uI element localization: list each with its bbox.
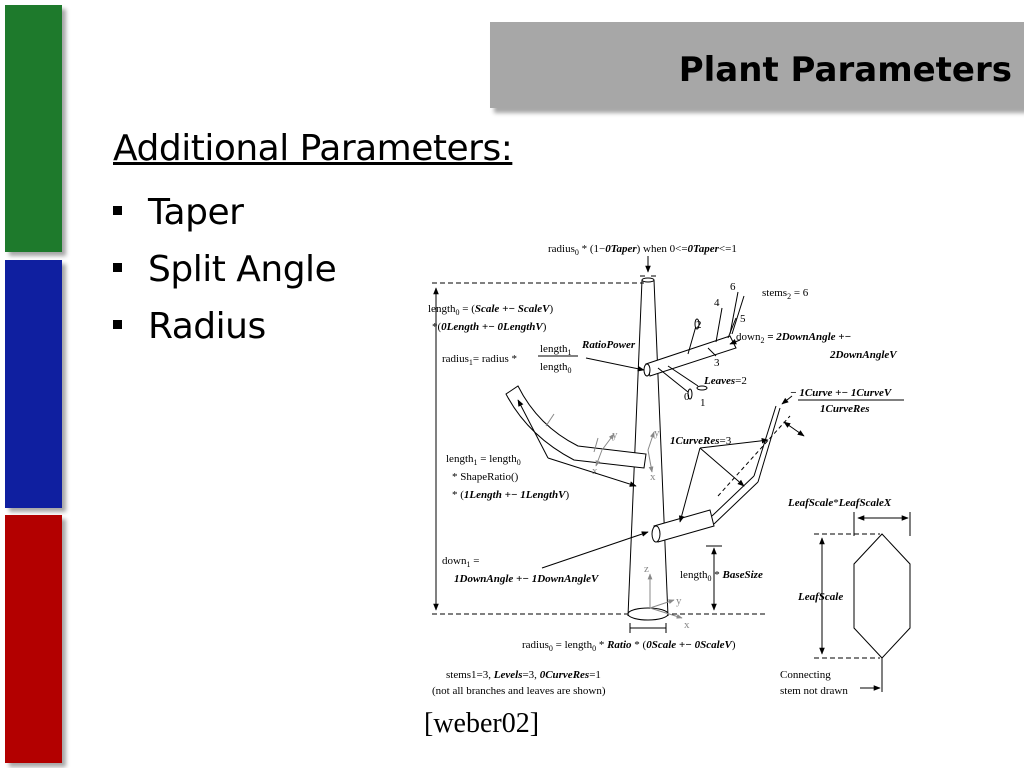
basesize-label: length0 * BaseSize bbox=[680, 569, 763, 583]
right-branch-seg2b bbox=[713, 481, 759, 525]
length0-label: length0 = (Scale +− ScaleV) bbox=[428, 303, 554, 317]
trunk-left-edge bbox=[627, 279, 643, 617]
branch-number-4: 4 bbox=[714, 297, 720, 309]
left-branch-y-label: y bbox=[612, 429, 618, 441]
axis-x-label: x bbox=[684, 619, 690, 631]
slide-title: Plant Parameters bbox=[678, 50, 1012, 90]
leafscale-x-label: LeafScale*LeafScaleX bbox=[787, 497, 892, 509]
length1-arrow-a bbox=[517, 399, 549, 459]
right-branch-seg1 bbox=[653, 509, 715, 543]
trunk-y-label: y bbox=[654, 427, 660, 439]
twig-5 bbox=[727, 317, 737, 339]
citation: [weber02] bbox=[424, 708, 540, 739]
square-bullet-icon bbox=[113, 262, 122, 272]
down1-arrow bbox=[541, 531, 649, 569]
axis-y-label: y bbox=[676, 595, 682, 607]
branch-number-1: 1 bbox=[700, 397, 706, 409]
branch-number-0: 0 bbox=[684, 391, 690, 403]
bullet-item: Taper bbox=[113, 184, 336, 241]
radius1-arrow bbox=[585, 357, 645, 372]
upper-branch-base bbox=[643, 363, 651, 377]
twig-6b bbox=[731, 295, 745, 335]
stems2-label: stems2 = 6 bbox=[762, 287, 809, 301]
trunk-top bbox=[641, 277, 655, 283]
length1-arrow-b bbox=[547, 457, 637, 487]
twig-6 bbox=[729, 291, 739, 335]
stems1-label: stems1=3, Levels=3, 0CurveRes=1 bbox=[446, 669, 601, 681]
radius1-fraction-top: length1 bbox=[540, 343, 572, 357]
title-banner bbox=[490, 22, 1024, 108]
twig-2 bbox=[687, 325, 697, 355]
radius0-label: radius0 = length0 * Ratio * (0Scale +− 0… bbox=[522, 639, 736, 653]
left-branch-seg1 bbox=[545, 413, 555, 427]
bullet-list: Taper Split Angle Radius bbox=[113, 184, 337, 355]
base-axis-y bbox=[649, 599, 675, 609]
leaf-1 bbox=[696, 385, 708, 391]
omission-note: (not all branches and leaves are shown) bbox=[432, 685, 606, 697]
length0-label-b: *(0Length +− 0LengthV) bbox=[432, 321, 547, 333]
green-accent-bar bbox=[5, 5, 62, 252]
left-branch-axis-x bbox=[595, 449, 603, 467]
down2-arrow bbox=[729, 339, 741, 345]
axis-z-label: z bbox=[644, 563, 649, 575]
radius1-label: radius1= radius * bbox=[442, 353, 517, 367]
connecting-label: Connecting bbox=[780, 669, 831, 681]
left-branch-x-label: x bbox=[592, 465, 598, 477]
connecting-label-b: stem not drawn bbox=[780, 685, 848, 697]
branch-number-2: 2 bbox=[696, 319, 702, 331]
curveres-arrow-a bbox=[678, 447, 701, 523]
length1-label: length1 = length0 bbox=[446, 453, 521, 467]
leafscale-label: LeafScale bbox=[797, 591, 843, 603]
curve-res-denominator: 1CurveRes bbox=[820, 403, 870, 415]
left-branch bbox=[505, 385, 647, 469]
down1-label: down1 = bbox=[442, 555, 479, 569]
length1-label-c: * (1Length +− 1LengthV) bbox=[452, 489, 569, 501]
curveres-arrow-b bbox=[699, 447, 745, 487]
section-heading: Additional Parameters: bbox=[113, 128, 513, 169]
bullet-item: Radius bbox=[113, 298, 336, 355]
leaf-twig-0 bbox=[657, 367, 689, 393]
ratio-power-label: RatioPower bbox=[581, 339, 636, 351]
square-bullet-icon bbox=[113, 205, 122, 215]
trunk-axis-y bbox=[647, 431, 655, 451]
branch-number-5: 5 bbox=[740, 313, 746, 325]
radius1-fraction-bottom: length0 bbox=[540, 361, 572, 375]
leaf-shape bbox=[853, 533, 911, 659]
curveres-label: 1CurveRes=3 bbox=[670, 435, 732, 447]
curve-label: − 1Curve +− 1CurveV bbox=[790, 387, 893, 399]
down2-label-b: 2DownAngleV bbox=[829, 349, 898, 361]
leaf-twig-1 bbox=[667, 365, 699, 387]
right-branch-base bbox=[651, 525, 661, 543]
curveres-arrow-c bbox=[699, 437, 769, 449]
leaf-2 bbox=[694, 318, 700, 330]
trunk-base bbox=[627, 607, 669, 621]
left-branch-axis-y bbox=[601, 433, 615, 451]
blue-accent-bar bbox=[5, 260, 62, 508]
branch-number-6: 6 bbox=[730, 281, 736, 293]
right-branch-seg3b bbox=[757, 407, 781, 483]
curve-guide bbox=[717, 415, 791, 497]
curve-label-arrow bbox=[781, 395, 793, 405]
base-axis-x bbox=[649, 607, 683, 619]
red-accent-bar bbox=[5, 515, 62, 763]
trunk-x-label: x bbox=[650, 471, 656, 483]
down2-label: down2 = 2DownAngle +− bbox=[736, 331, 851, 345]
down1-label-b: 1DownAngle +− 1DownAngleV bbox=[454, 573, 600, 585]
leaves-label: Leaves=2 bbox=[703, 375, 747, 387]
curve-dimension bbox=[783, 421, 805, 437]
plant-parameter-diagram: radius0 * (1−0Taper) when 0<=0Taper<=1 z… bbox=[428, 243, 911, 697]
leaf-0 bbox=[687, 388, 693, 400]
trunk-right-edge bbox=[653, 279, 669, 617]
right-branch-seg2 bbox=[711, 475, 755, 517]
square-bullet-icon bbox=[113, 319, 122, 329]
trunk-axis-x bbox=[647, 449, 654, 473]
branch-number-3: 3 bbox=[714, 357, 720, 369]
bullet-item: Split Angle bbox=[113, 241, 337, 298]
twig-3 bbox=[707, 347, 717, 357]
taper-formula: radius0 * (1−0Taper) when 0<=0Taper<=1 bbox=[548, 243, 737, 257]
length1-label-b: * ShapeRatio() bbox=[452, 471, 519, 483]
twig-4 bbox=[715, 307, 723, 343]
left-branch-seg2 bbox=[593, 437, 599, 453]
